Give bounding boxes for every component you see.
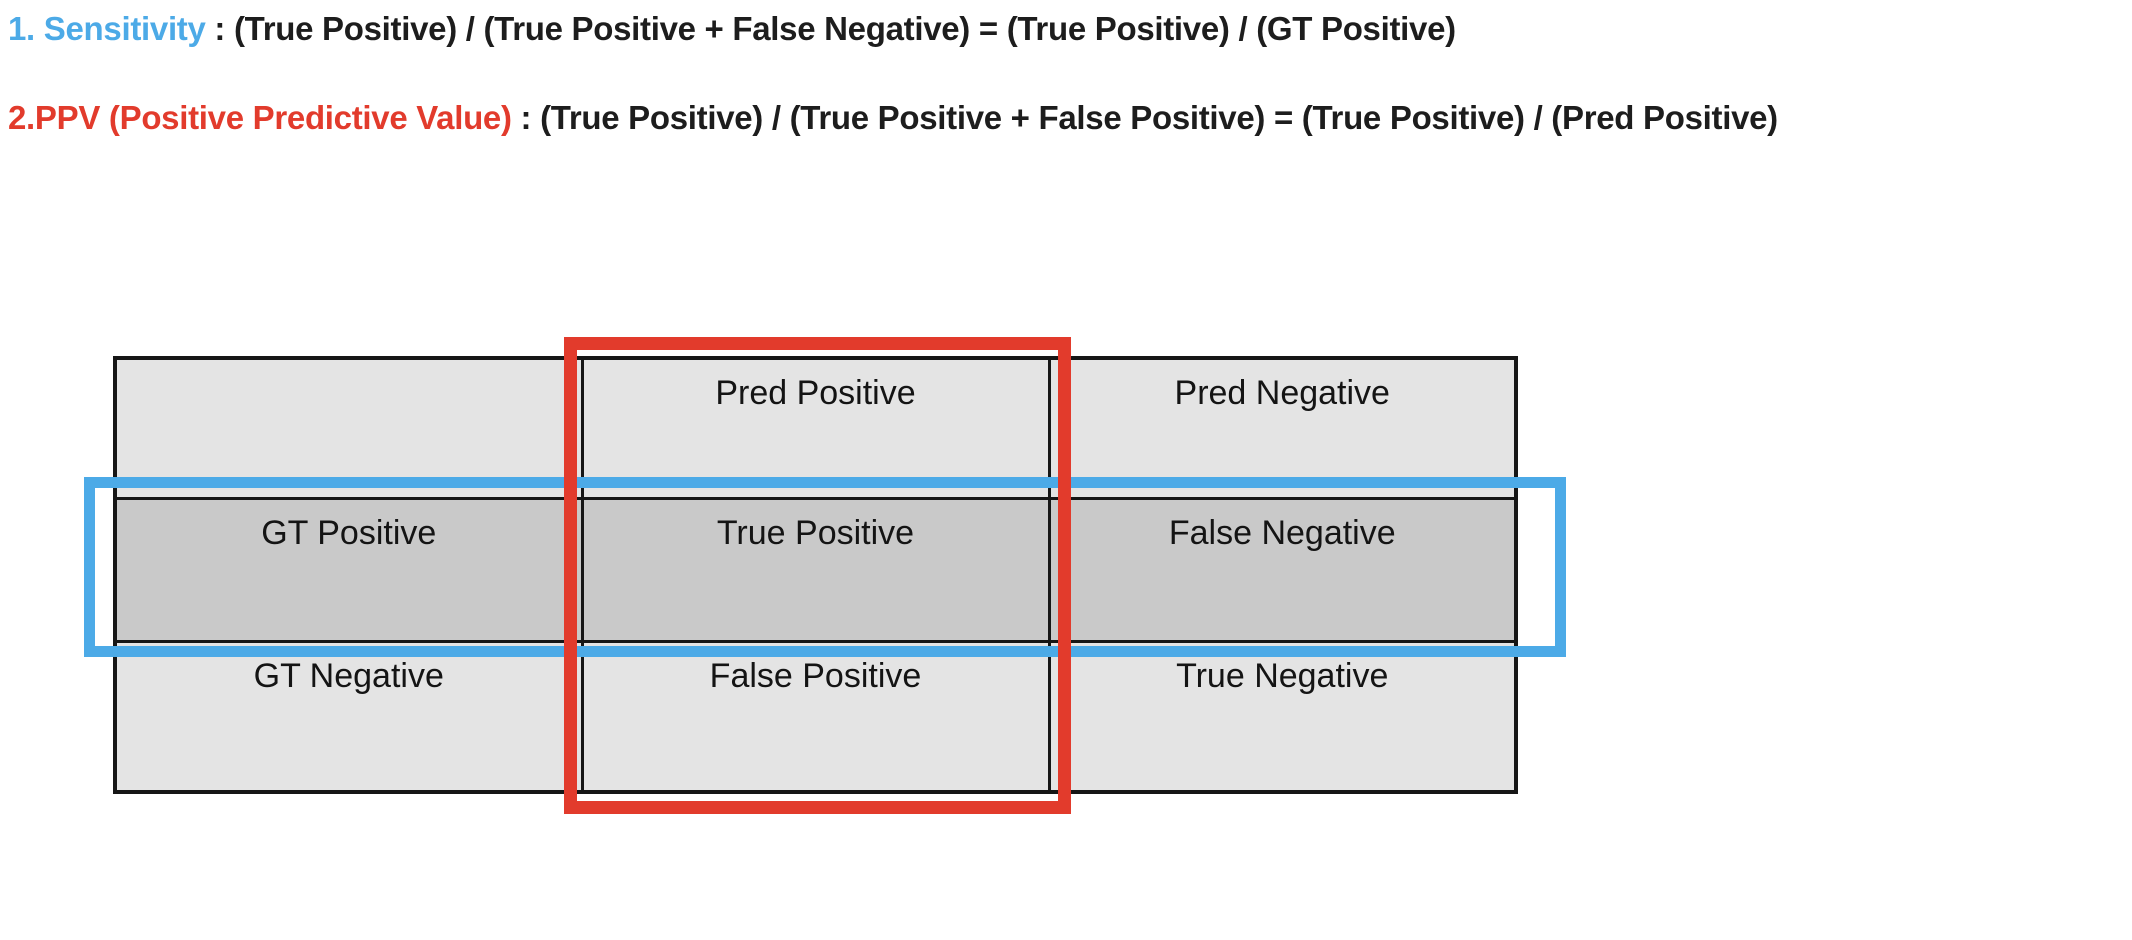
matrix-corner-cell [113, 356, 584, 500]
ppv-formula-label: 2.PPV (Positive Predictive Value) [8, 99, 512, 136]
ppv-formula: 2.PPV (Positive Predictive Value) : (Tru… [8, 99, 1778, 137]
matrix-cell-true-negative: True Negative [1047, 639, 1518, 794]
matrix-col-header-pred-negative: Pred Negative [1047, 356, 1518, 500]
sensitivity-formula-label: 1. Sensitivity [8, 10, 206, 47]
matrix-row-header-gt-positive: GT Positive [113, 496, 584, 643]
matrix-cell-true-positive: True Positive [580, 496, 1051, 643]
matrix-cell-false-negative: False Negative [1047, 496, 1518, 643]
confusion-matrix-table: Pred Positive Pred Negative GT Positive … [113, 356, 1518, 794]
matrix-row-header-gt-negative: GT Negative [113, 639, 584, 794]
matrix-col-header-pred-positive: Pred Positive [580, 356, 1051, 500]
sensitivity-formula-expression: : (True Positive) / (True Positive + Fal… [205, 10, 1456, 47]
matrix-cell-false-positive: False Positive [580, 639, 1051, 794]
sensitivity-formula: 1. Sensitivity : (True Positive) / (True… [8, 10, 1456, 48]
matrix-row-gt-negative: GT Negative False Positive True Negative [113, 639, 1518, 794]
matrix-header-row: Pred Positive Pred Negative [113, 356, 1518, 500]
matrix-row-gt-positive: GT Positive True Positive False Negative [113, 496, 1518, 643]
ppv-formula-expression: : (True Positive) / (True Positive + Fal… [511, 99, 1779, 136]
